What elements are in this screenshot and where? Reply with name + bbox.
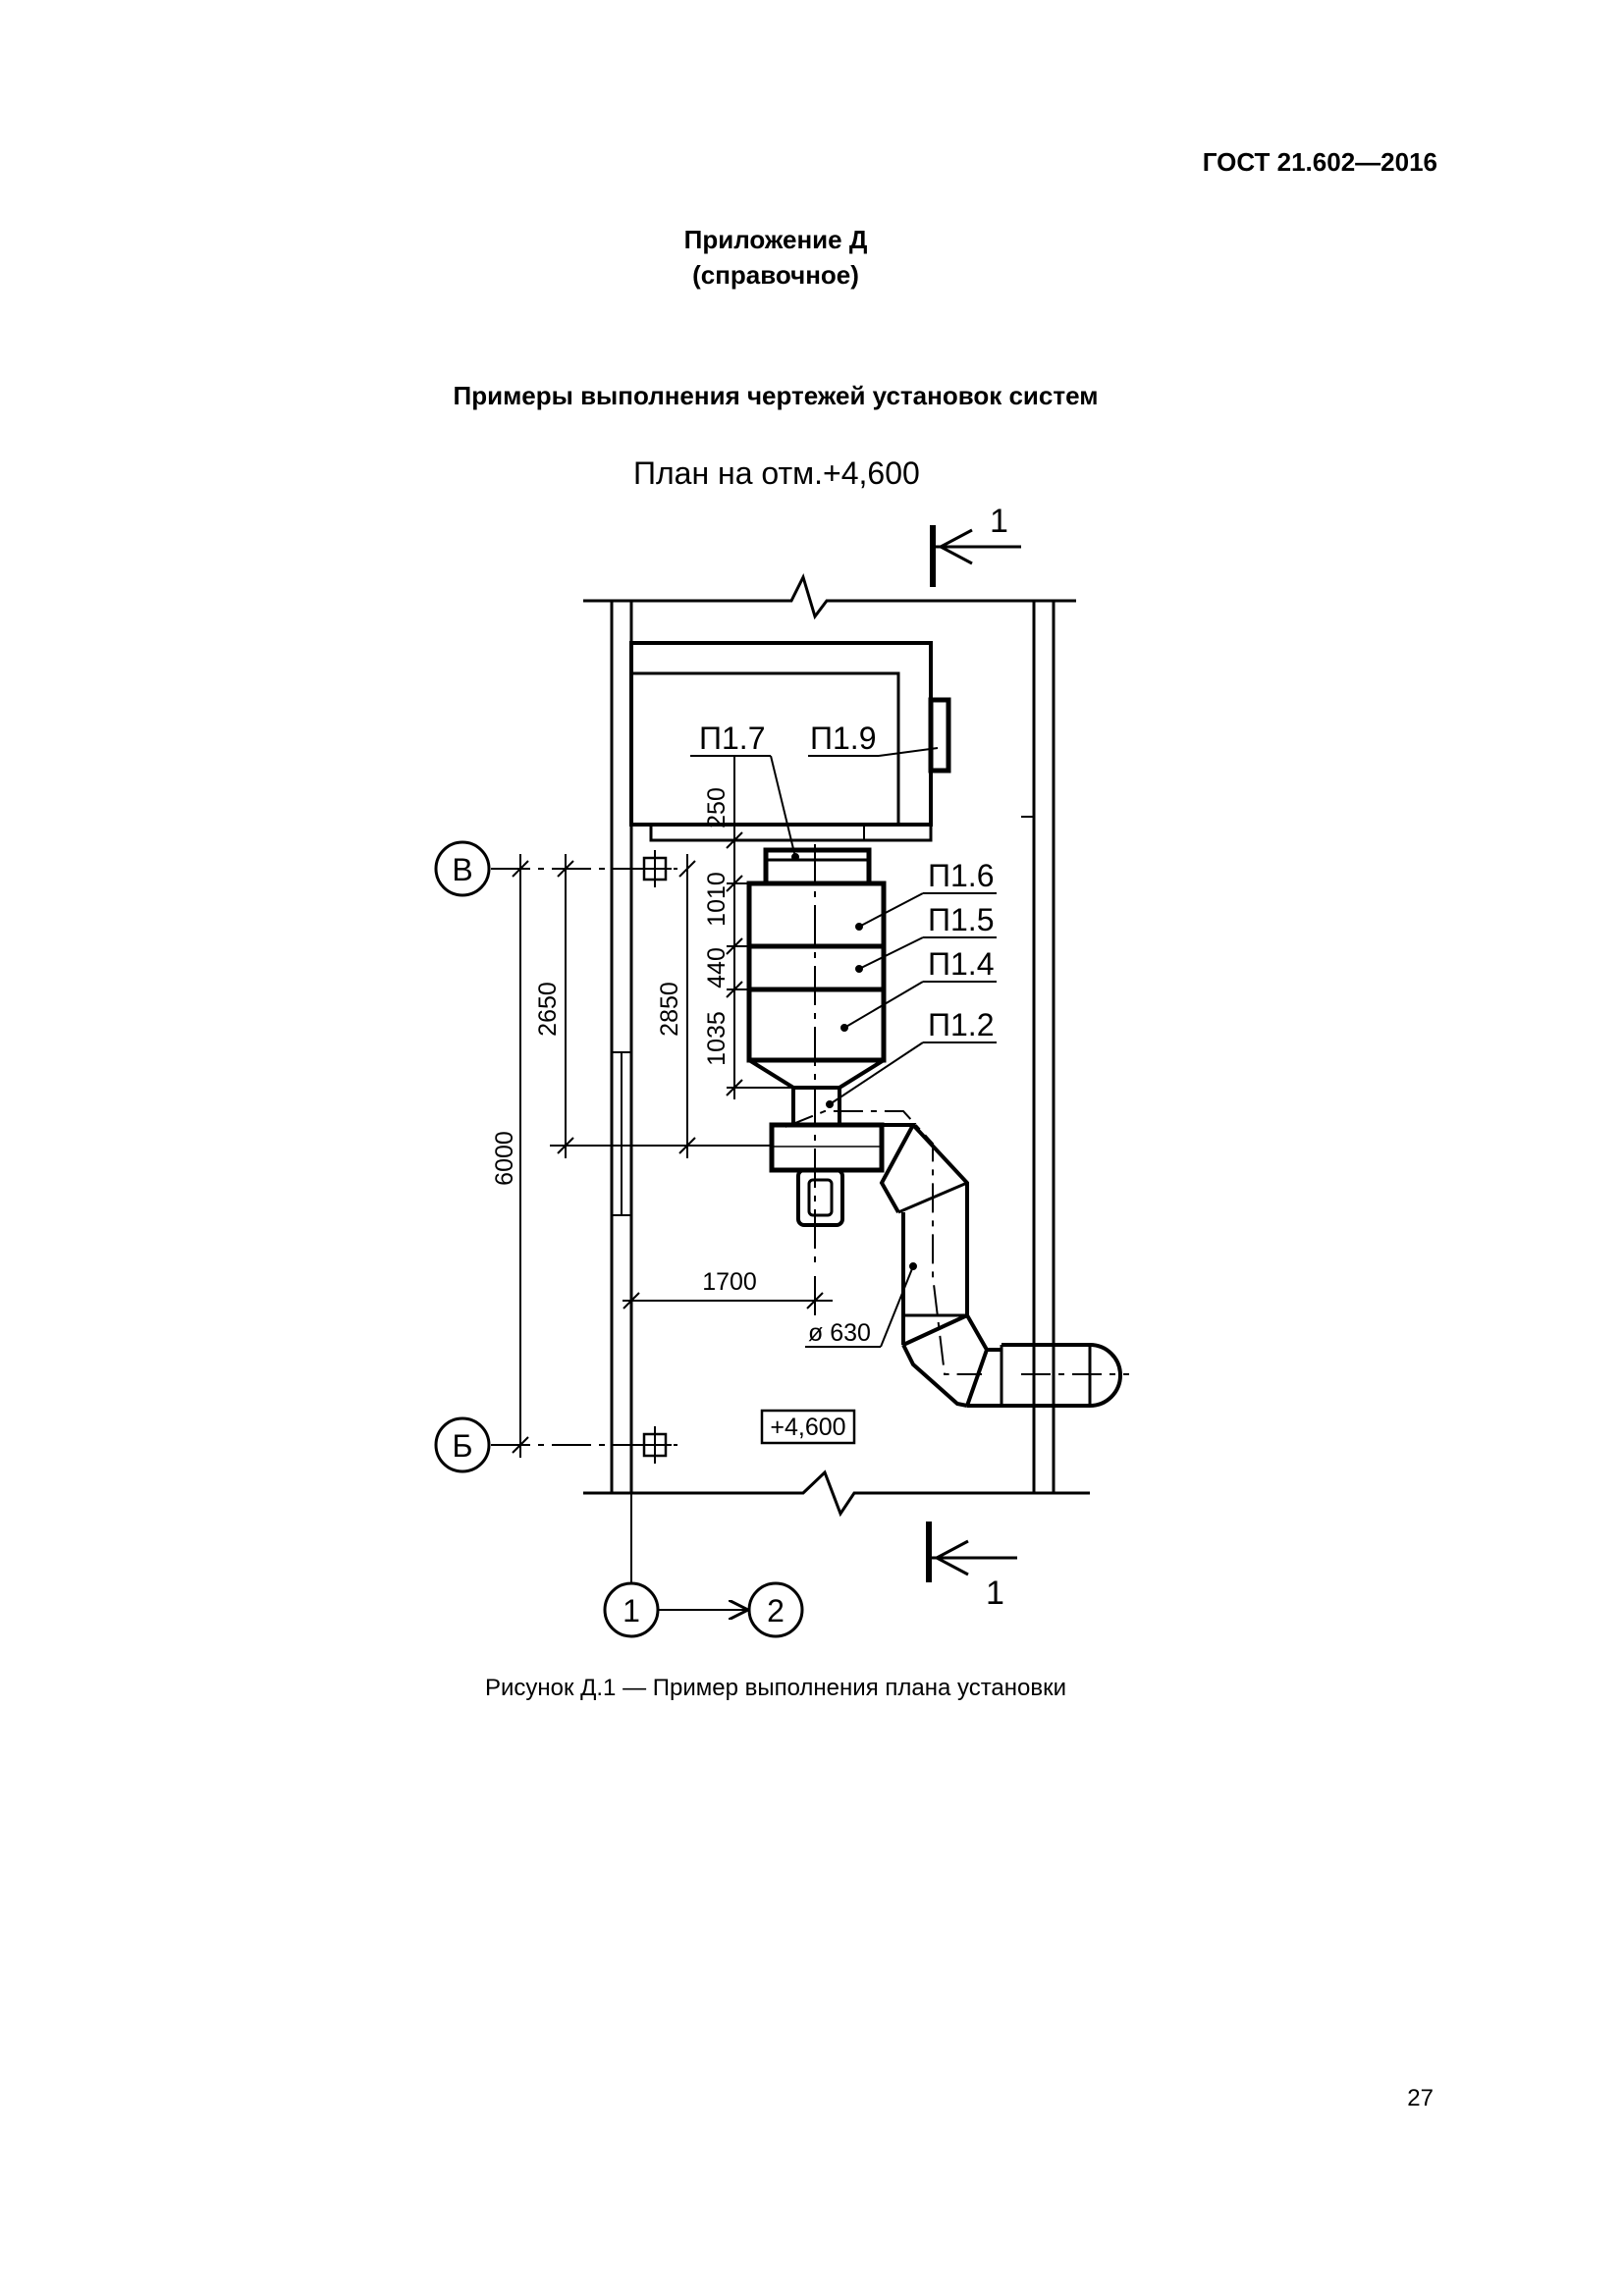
- building-walls: [583, 572, 1090, 1518]
- dim-2650: 2650: [534, 982, 562, 1037]
- dim-6000: 6000: [491, 1131, 518, 1186]
- axis-grid: В Б 1 2: [434, 840, 804, 1638]
- section-mark-top: 1: [930, 503, 1021, 587]
- plan-title: План на отм.+4,600: [633, 455, 920, 491]
- section-heading: Примеры выполнения чертежей установок си…: [453, 381, 1099, 410]
- axis-label-b: Б: [453, 1428, 473, 1464]
- section-label-top: 1: [990, 503, 1008, 540]
- elevation-mark: +4,600: [760, 1409, 856, 1445]
- air-duct: [785, 1110, 1129, 1408]
- pos-p15: П1.5: [928, 902, 994, 937]
- elevation-label: +4,600: [770, 1414, 845, 1441]
- dim-1035: 1035: [703, 1011, 731, 1066]
- pos-p14: П1.4: [928, 946, 994, 982]
- appendix-block: Приложение Д (справочное): [0, 222, 1551, 293]
- intake-chamber: [629, 641, 951, 842]
- dim-1010: 1010: [703, 872, 731, 927]
- standard-designation: ГОСТ 21.602—2016: [1202, 147, 1437, 177]
- pos-p12: П1.2: [928, 1007, 994, 1042]
- section-label-bottom: 1: [986, 1575, 1004, 1612]
- figure-caption: Рисунок Д.1 — Пример выполнения плана ус…: [484, 1675, 1067, 1701]
- section-mark-bottom: 1: [926, 1522, 1017, 1612]
- appendix-title: Приложение Д: [683, 225, 868, 254]
- pos-p16: П1.6: [928, 858, 994, 893]
- dim-1700: 1700: [702, 1268, 757, 1296]
- axis-label-2: 2: [767, 1593, 785, 1629]
- pos-p17: П1.7: [699, 721, 765, 756]
- dim-250: 250: [703, 787, 731, 828]
- pos-p19: П1.9: [810, 721, 876, 756]
- dim-2850: 2850: [656, 982, 683, 1037]
- dimension-lines: 250 1010 440 1035 2650 2850 6000 1700: [491, 756, 833, 1458]
- appendix-type: (справочное): [692, 260, 859, 290]
- page-number: 27: [1407, 2085, 1434, 2111]
- axis-label-v: В: [452, 852, 472, 887]
- air-handling-unit: [746, 844, 887, 1266]
- duct-diameter: ø 630: [808, 1319, 871, 1347]
- axis-label-1: 1: [623, 1593, 640, 1629]
- dim-440: 440: [703, 947, 731, 988]
- position-leaders: П1.7 П1.9 П1.6 П1.5 П1.4 П1.2 ø 630: [690, 721, 997, 1348]
